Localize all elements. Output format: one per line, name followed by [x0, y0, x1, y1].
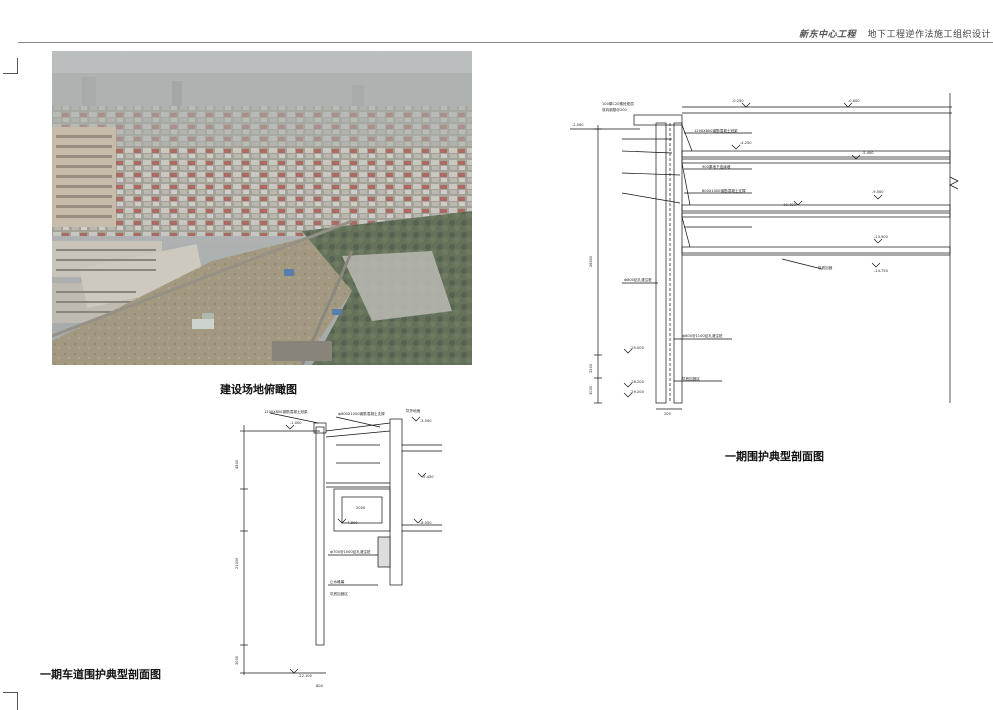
left-elev-2: -5.450	[422, 475, 434, 479]
crop-mark-bottom-left-h	[3, 692, 17, 693]
right-note-top-1: 100厚C20素砼垫层	[602, 101, 634, 106]
right-elev-3: -5.400	[862, 151, 874, 155]
right-elev-top: -2.000	[572, 123, 584, 127]
right-dim-1: 3200	[589, 363, 593, 373]
right-elev-5: -10.400	[782, 203, 797, 207]
left-dim-2: 2000	[356, 506, 366, 510]
right-elev-9: -28.200	[630, 380, 645, 384]
left-dim-4: 800	[316, 684, 324, 688]
left-drawing-caption: 一期车道围护典型剖面图	[40, 669, 161, 681]
left-elev-4: -8.550	[420, 521, 432, 525]
phase1-ramp-retaining-section-drawing: -1.000 -3.500 -5.450 -7.800 -8.550 -22.1…	[230, 405, 470, 695]
right-note-6: 坑底加固区	[682, 376, 700, 381]
right-elev-4: -9.500	[872, 190, 884, 194]
right-elev-1: -0.000	[848, 99, 860, 103]
right-elev-6: -13.500	[874, 235, 889, 239]
right-dim-2: 3000	[589, 385, 593, 395]
right-note-3: ф800钻孔灌注桩	[624, 277, 652, 282]
right-elev-0: -0.250	[732, 99, 744, 103]
left-note-1: ф800X1000钢筋混凝土支撑	[338, 411, 385, 416]
right-note-1: 900厚地下连续墙	[702, 164, 731, 169]
header-brand: 新东中心工程	[799, 30, 857, 40]
site-aerial-photo	[52, 51, 472, 365]
right-note-4: 坑底加固	[818, 265, 833, 270]
left-elev-3: -7.800	[346, 521, 358, 525]
left-elev-1: -3.500	[420, 419, 432, 423]
left-elev-5: -22.100	[298, 674, 313, 678]
left-note-3: ф700@1000钻孔灌注桩	[330, 549, 371, 554]
right-elev-2: -4.250	[740, 141, 752, 145]
left-elev-0: -1.000	[290, 421, 302, 425]
left-note-0: 1200X800钢筋混凝土冠梁	[264, 409, 308, 414]
left-dim-0: 21000	[235, 557, 239, 569]
right-dim-3: 200	[664, 412, 672, 416]
phase1-retaining-section-drawing: 100厚C20素砼垫层 双向钢筋@200 -2.000 -0.250 -0.00…	[562, 93, 960, 418]
left-note-2: 坑外地面	[406, 408, 421, 413]
crop-mark-bottom-left-v	[17, 692, 18, 710]
header-title: 地下工程逆作法施工组织设计	[867, 30, 991, 40]
crop-mark-top-left-h	[3, 73, 17, 74]
right-note-top-2: 双向钢筋@200	[602, 107, 628, 112]
right-elev-10: -29.200	[630, 390, 645, 394]
left-dim-3: 4500	[235, 459, 239, 469]
right-note-2: 800X1000钢筋混凝土支撑	[702, 188, 746, 193]
right-elev-8: -25.000	[630, 346, 645, 350]
right-note-0: 1200X800钢筋混凝土冠梁	[694, 128, 738, 133]
right-drawing-caption: 一期围护典型剖面图	[725, 451, 824, 463]
page-header: 新东中心工程 地下工程逆作法施工组织设计	[799, 27, 991, 40]
photo-caption: 建设场地俯瞰图	[220, 384, 297, 396]
right-dim-0: 28000	[589, 255, 593, 267]
left-note-4: 止水帷幕	[330, 579, 345, 584]
crop-mark-top-left-v	[17, 58, 18, 74]
left-note-5: 坑底加固区	[330, 591, 348, 596]
left-dim-1: 3000	[235, 655, 239, 665]
right-elev-7: -14.750	[874, 269, 889, 273]
header-rule	[18, 42, 993, 43]
right-note-5: ф800@1100钻孔灌注桩	[682, 333, 723, 338]
